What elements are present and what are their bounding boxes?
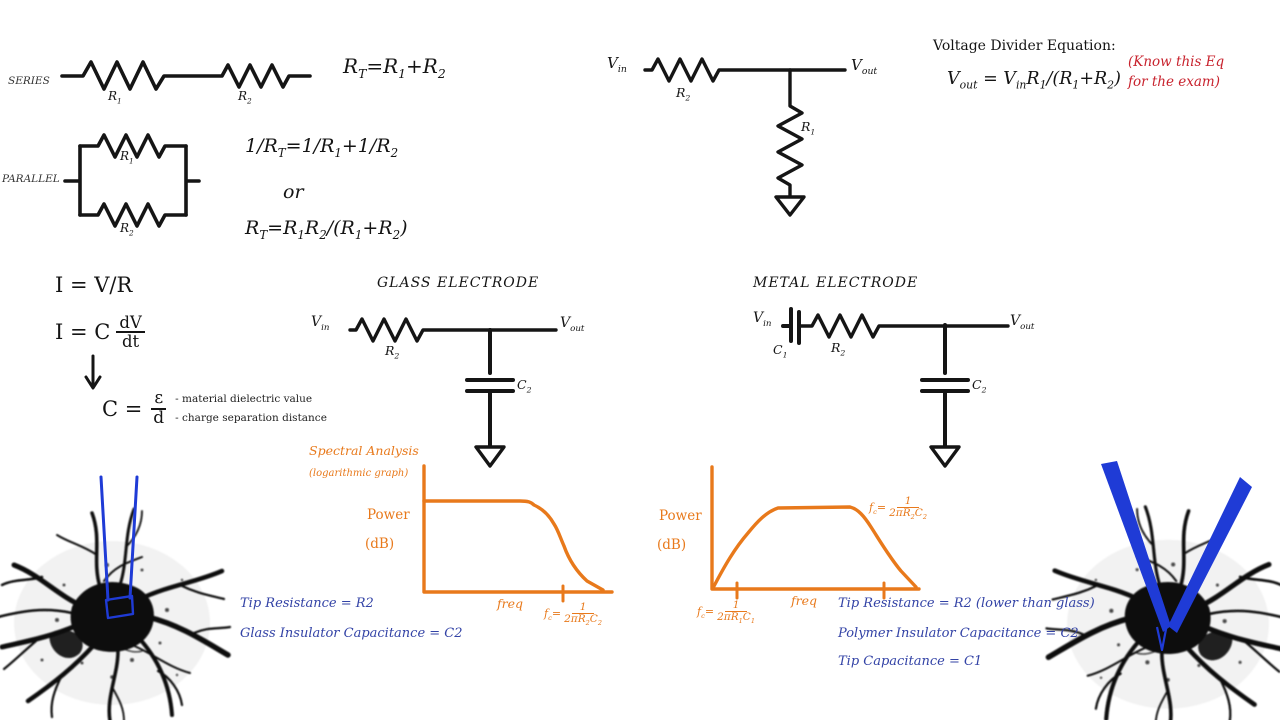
parallel-r2-label: R2: [120, 221, 134, 238]
glass-cutoff-frequency-label: fc= 1 2πR2C2: [544, 601, 602, 628]
glass-r2-label: R2: [385, 343, 400, 361]
capacitor-current-equation: I = C dV dt: [55, 314, 145, 351]
glass-spectral-graph: [422, 464, 614, 603]
series-r1-label: R1: [108, 89, 122, 106]
capacitance-notes: - material dielectric value - charge sep…: [175, 393, 327, 424]
derivation-arrow: [84, 354, 102, 390]
glass-cutoff-prefix: fc=: [544, 607, 562, 623]
d-note: - charge separation distance: [175, 412, 327, 425]
glass-cutoff-numerator: 1: [571, 601, 595, 615]
divider-vout-label: Vout: [851, 56, 878, 77]
glass-cutoff-denominator: 2πR2C2: [564, 613, 602, 628]
glass-cutoff-fraction: 1 2πR2C2: [564, 601, 602, 628]
divider-equation: Vout = VinR1/(R1+R2): [947, 69, 1121, 92]
metal-electrode-title: METAL ELECTRODE: [753, 275, 919, 291]
metal-high-cutoff-denominator: 2πR2C2: [889, 507, 927, 522]
glass-electrode-title: GLASS ELECTRODE: [377, 275, 540, 291]
metal-low-cutoff-numerator: 1: [724, 599, 748, 613]
metal-vin-label: Vin: [753, 310, 772, 329]
metal-low-cutoff-prefix: fc=: [697, 605, 715, 621]
glass-graph-xlabel: freq: [497, 596, 524, 611]
glass-annotation-tip-resistance: Tip Resistance = R2: [240, 596, 374, 611]
d-denominator: d: [153, 407, 165, 428]
metal-electrode-tip-drawing: [1101, 461, 1252, 652]
exam-note-line2: for the exam): [1128, 74, 1220, 91]
parallel-label: PARALLEL: [2, 173, 60, 185]
metal-high-cutoff-numerator: 1: [896, 495, 920, 509]
glass-c2-label: C2: [517, 377, 532, 395]
glass-graph-ylabel-power: Power: [367, 507, 410, 523]
capacitor-current-prefix: I = C: [55, 320, 111, 345]
glass-graph-ylabel-db: (dB): [365, 536, 395, 552]
series-r2-label: R2: [238, 89, 252, 106]
divider-r2-label: R2: [676, 85, 691, 103]
exam-note-line1: (Know this Eq: [1128, 54, 1225, 70]
metal-graph-ylabel-power: Power: [659, 508, 702, 524]
metal-vout-label: Vout: [1010, 313, 1035, 332]
dv-numerator: dV: [116, 314, 145, 334]
metal-high-cutoff-fraction: 1 2πR2C2: [889, 495, 927, 522]
glass-pipette-drawing: [99, 475, 139, 620]
series-label: SERIES: [8, 75, 50, 87]
metal-c1-label: C1: [773, 342, 788, 360]
metal-low-cutoff-denominator: 2πR1C1: [717, 611, 755, 626]
metal-high-cutoff-label: fc= 1 2πR2C2: [869, 495, 927, 522]
parallel-r1-label: R1: [120, 149, 134, 166]
capacitance-prefix: C =: [102, 396, 143, 421]
metal-c2-label: C2: [972, 377, 987, 395]
glass-electrode-circuit-drawing: [348, 317, 558, 468]
metal-electrode-circuit-drawing: [781, 307, 1010, 468]
parallel-or: or: [283, 181, 304, 203]
glass-annotation-insulator-capacitance: Glass Insulator Capacitance = C2: [240, 626, 463, 641]
metal-graph-xlabel: freq: [791, 593, 818, 608]
parallel-equation-1: 1/RT=1/R1+1/R2: [245, 135, 399, 160]
divider-heading: Voltage Divider Equation:: [933, 38, 1116, 54]
dv-dt-fraction: dV dt: [116, 314, 145, 352]
metal-spectral-graph: [710, 465, 921, 600]
neuron-image-left: [0, 509, 230, 720]
spectral-analysis-subheading: (logarithmic graph): [309, 468, 409, 479]
parallel-equation-2: RT=R1R2/(R1+R2): [245, 217, 408, 242]
metal-annotation-tip-resistance: Tip Resistance = R2 (lower than glass): [838, 596, 1095, 611]
metal-annotation-tip-capacitance: Tip Capacitance = C1: [838, 654, 983, 669]
voltage-divider-circuit-drawing: [643, 57, 847, 217]
glass-vout-label: Vout: [560, 315, 585, 334]
metal-low-cutoff-fraction: 1 2πR1C1: [717, 599, 755, 626]
parallel-circuit-drawing: [63, 133, 201, 228]
dt-denominator: dt: [121, 332, 140, 352]
metal-r2-label: R2: [831, 340, 846, 358]
series-equation: RT=R1+R2: [343, 54, 446, 81]
epsilon-note: - material dielectric value: [175, 393, 313, 406]
epsilon-numerator: ε: [151, 389, 167, 410]
series-circuit-drawing: [60, 60, 312, 91]
metal-annotation-insulator-capacitance: Polymer Insulator Capacitance = C2: [838, 626, 1079, 641]
metal-graph-ylabel-db: (dB): [657, 537, 687, 553]
metal-low-cutoff-label: fc= 1 2πR1C1: [697, 599, 755, 626]
spectral-analysis-heading: Spectral Analysis: [309, 443, 419, 458]
ohms-law-equation: I = V/R: [55, 273, 133, 297]
exam-note: (Know this Eq for the exam): [1128, 52, 1224, 93]
divider-r1-label: R1: [801, 119, 816, 137]
glass-vin-label: Vin: [311, 314, 330, 333]
epsilon-d-fraction: ε d: [151, 389, 167, 428]
capacitance-equation: C = ε d - material dielectric value - ch…: [102, 389, 327, 428]
metal-high-cutoff-prefix: fc=: [869, 501, 887, 517]
divider-vin-label: Vin: [607, 54, 627, 75]
